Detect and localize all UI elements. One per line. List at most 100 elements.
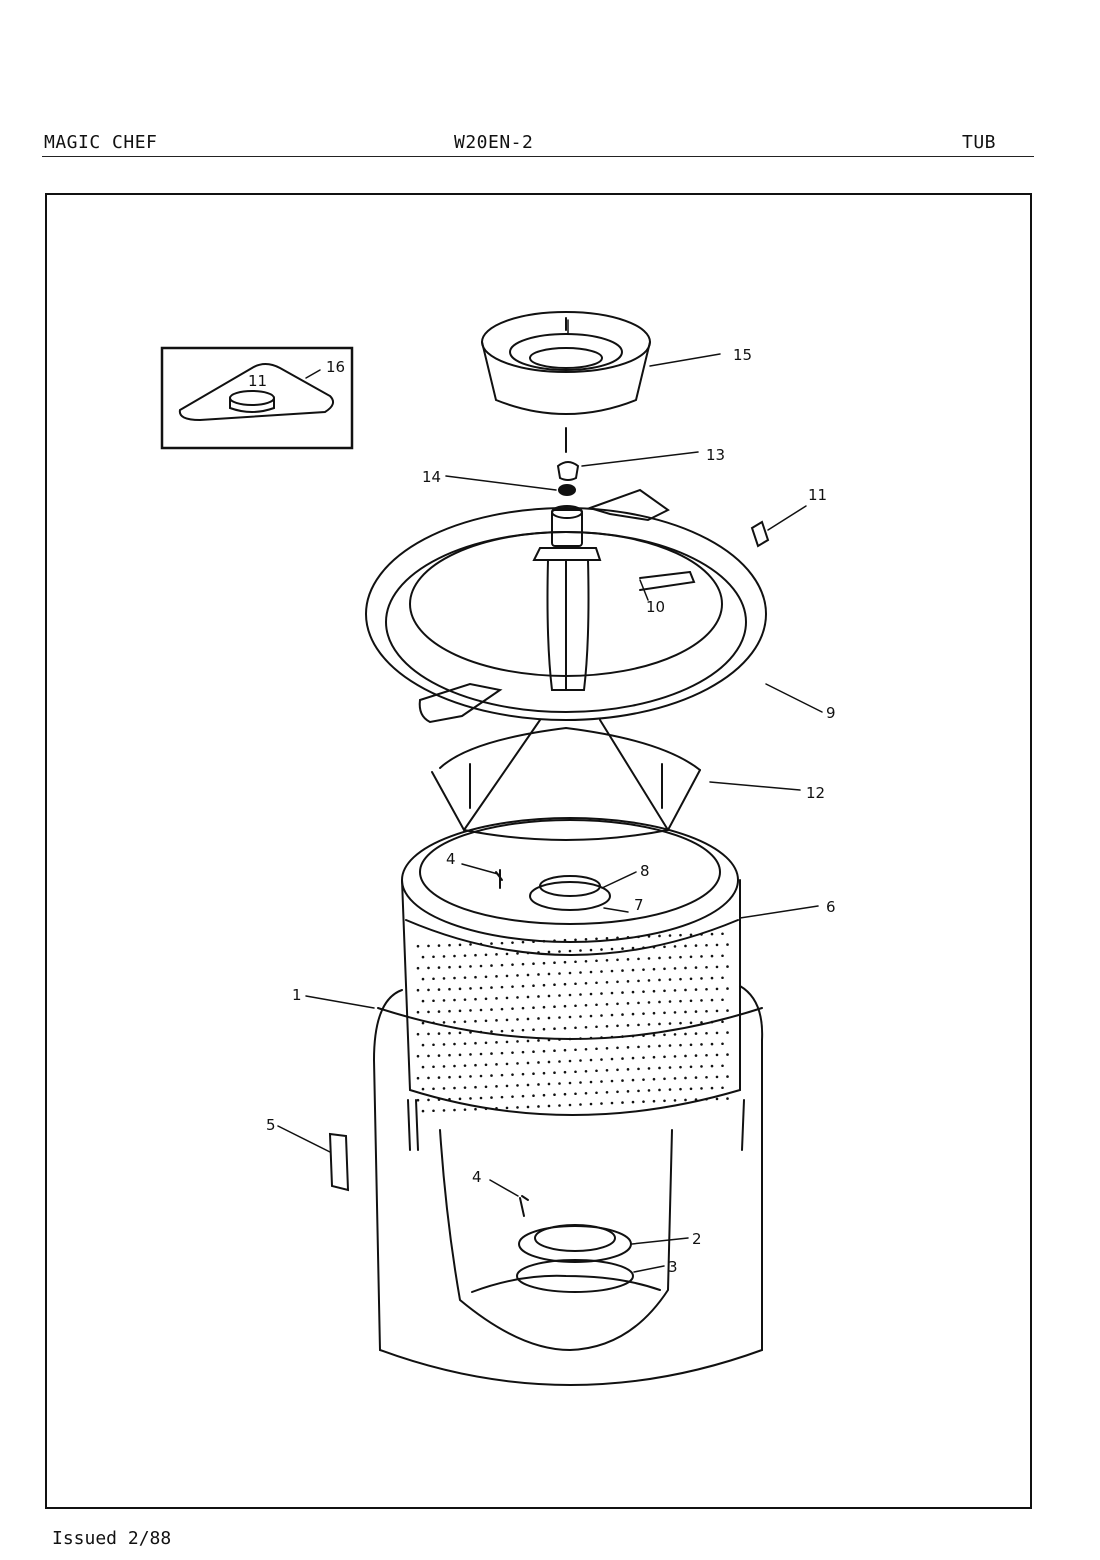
perforation-dot [684, 1032, 687, 1036]
perforation-dot [647, 1045, 651, 1048]
perforation-dot [652, 967, 656, 971]
perforation-dot [437, 966, 441, 969]
perforation-dot [516, 996, 519, 999]
perforation-dot [710, 932, 714, 936]
perforation-dot [658, 1000, 661, 1004]
perforation-dot [579, 971, 582, 974]
perforation-dot [463, 954, 467, 957]
perforation-dot [432, 1087, 435, 1091]
perforation-dot [579, 1015, 582, 1018]
perforation-dot [600, 948, 603, 951]
callout-7: 7 [634, 896, 644, 914]
perforation-dot [574, 1092, 577, 1096]
perforation-dot [626, 958, 630, 961]
perforation-dot [526, 1039, 530, 1043]
perforation-dot [490, 1052, 493, 1055]
perforation-dot [458, 965, 462, 969]
perforation-dot [642, 1012, 645, 1015]
perforation-dot [432, 1043, 435, 1047]
model-number: W20EN-2 [454, 132, 534, 153]
perforation-dot [448, 1053, 451, 1057]
perforation-dot [416, 988, 420, 992]
callout-labels: 15 13 14 11 10 9 12 6 8 7 4 1 5 4 2 3 16… [248, 346, 836, 1276]
perforation-dot [532, 1006, 535, 1010]
perforation-dot [526, 973, 530, 977]
perforation-dot [705, 1009, 708, 1013]
perforation-dot [584, 1047, 588, 1051]
callout-15: 15 [733, 346, 752, 364]
perforation-dot [700, 1021, 703, 1024]
perforation-dot [647, 935, 651, 938]
perforation-dot [553, 1005, 556, 1009]
perforation-dot [427, 1098, 430, 1102]
perforation-dot [626, 1024, 630, 1027]
perforation-dot [432, 1109, 435, 1113]
perforation-dot [563, 1070, 567, 1074]
perforation-dot [595, 959, 598, 963]
perforation-dot [421, 1043, 425, 1047]
perforation-dot [694, 1010, 698, 1013]
perforation-dot [490, 1074, 493, 1077]
perforation-dot [663, 1077, 666, 1081]
perforation-dot [542, 1049, 546, 1053]
perforation-dot [516, 1084, 519, 1087]
perforation-dot [668, 1088, 672, 1091]
perforation-dot [689, 1043, 693, 1047]
perforation-dot [437, 1076, 441, 1079]
perforation-dot [516, 1018, 519, 1021]
perforation-dot [526, 1017, 530, 1021]
perforation-dot [484, 1019, 488, 1023]
perforation-dot [600, 970, 603, 973]
perforation-dot [516, 952, 519, 955]
perforation-dot [637, 1067, 640, 1071]
perforation-dot [605, 1090, 609, 1094]
perforation-dot [568, 1059, 572, 1063]
perforation-dot [684, 988, 687, 992]
perforation-dot [726, 1053, 729, 1056]
perforation-dot [616, 1090, 619, 1094]
perforation-dot [605, 936, 609, 940]
perforation-dot [432, 1065, 435, 1069]
perforation-dot [605, 1068, 609, 1072]
perforation-dot [526, 1083, 530, 1087]
perforation-dot [700, 955, 703, 958]
perforation-dot [511, 1029, 514, 1032]
perforation-dot [689, 1065, 693, 1069]
perforation-dot [427, 944, 430, 948]
callout-4-upper: 4 [446, 850, 456, 868]
perforation-dot [563, 1092, 567, 1096]
perforation-dot [679, 955, 682, 959]
perforation-dot [658, 934, 661, 938]
perforation-dot [537, 951, 540, 954]
perforation-dot [626, 980, 630, 983]
perforation-dot [721, 998, 724, 1002]
perforation-dot [490, 1008, 493, 1011]
perforation-dot [694, 1076, 698, 1079]
perforation-dot [579, 1059, 582, 1062]
perforation-dot [526, 951, 530, 955]
perforation-dot [631, 990, 635, 994]
perforation-dot [416, 1098, 420, 1102]
perforation-dot [553, 961, 556, 965]
perforation-dot [442, 1065, 446, 1068]
perforation-dot [558, 994, 561, 997]
perforation-dot [642, 1078, 645, 1081]
perforation-dot [589, 1058, 593, 1062]
perforation-dot [679, 1065, 682, 1069]
perforation-dot [448, 987, 451, 991]
perforation-dot [495, 1063, 498, 1066]
perforation-dot [637, 979, 640, 983]
perforation-dot [563, 1026, 567, 1030]
perforation-dot [563, 982, 567, 986]
perforation-dot [574, 938, 577, 942]
perforation-dot [637, 957, 640, 961]
perforation-dot [484, 1041, 488, 1045]
perforation-dot [463, 1042, 467, 1045]
perforation-dot [626, 936, 630, 939]
perforation-dot [532, 984, 535, 988]
perforation-dot [516, 1040, 519, 1043]
perforation-dot [705, 1075, 708, 1079]
perforation-dot [537, 1083, 540, 1086]
part-1-outer-tub [373, 985, 764, 1386]
